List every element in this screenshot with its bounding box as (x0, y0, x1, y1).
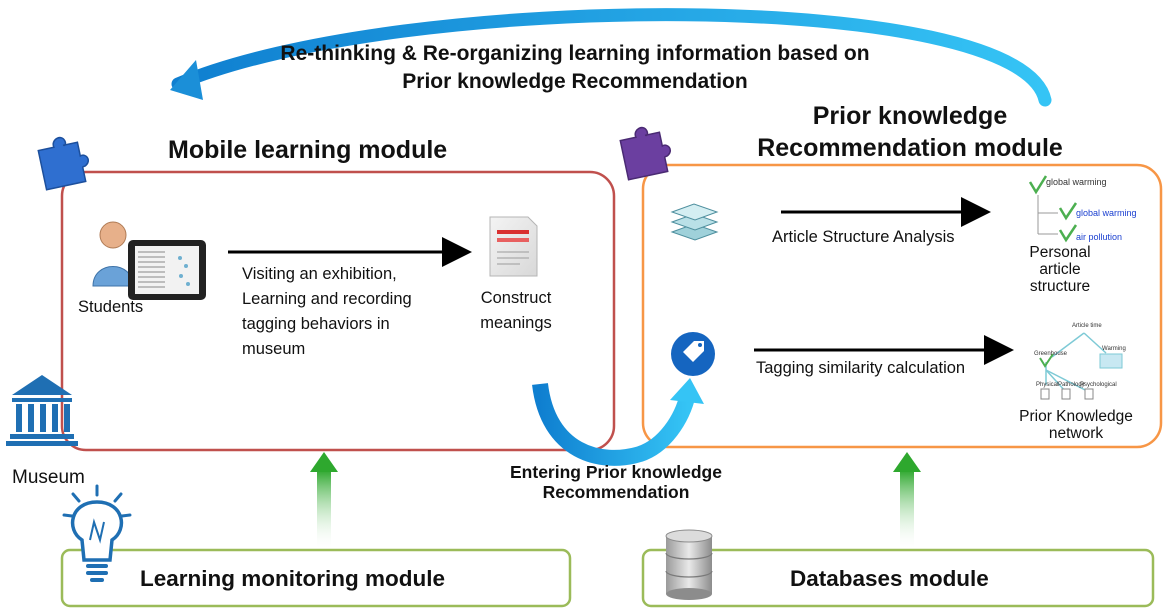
document-icon (489, 216, 538, 277)
entering-label-line1: Entering Prior knowledge (510, 462, 722, 482)
prior-network-label: Prior Knowledge network (996, 408, 1156, 442)
top-label-line1: Re-thinking & Re-organizing learning inf… (280, 42, 870, 65)
article-analysis-label: Article Structure Analysis (772, 228, 955, 246)
museum-icon (6, 375, 78, 446)
network-node-label: Article time (1072, 323, 1102, 329)
activity-description: Visiting an exhibition, Learning and rec… (242, 262, 472, 362)
construct-meanings-label: Construct meanings (466, 286, 566, 336)
tree-tag-child: global warming (1076, 208, 1137, 218)
result-line: Construct (480, 289, 552, 307)
network-node-label: Greenhouse (1034, 351, 1068, 357)
entering-label-line2: Recommendation (542, 482, 690, 502)
lightbulb-icon (62, 484, 132, 582)
stacked-papers-icon (670, 203, 719, 241)
puzzle-blue-icon (37, 136, 90, 191)
network-node-label: Warming (1102, 346, 1126, 352)
knowledge-network-icon (1039, 332, 1123, 400)
museum-label: Museum (12, 467, 85, 488)
learning-monitor-box (60, 548, 572, 608)
databases-title: Databases module (790, 566, 989, 591)
prior-network-line: Prior Knowledge (1019, 408, 1133, 425)
result-line: meanings (480, 314, 552, 332)
activity-line: Learning and recording (242, 290, 412, 308)
network-node-label: Physical (1036, 382, 1059, 388)
mobile-module-box (60, 170, 616, 452)
database-icon (665, 529, 713, 600)
recommendation-module-box (641, 163, 1163, 449)
tagging-calc-label: Tagging similarity calculation (756, 359, 966, 377)
recommendation-title-line2: Recommendation module (757, 134, 1063, 162)
personal-structure-line: Personal (1029, 244, 1091, 261)
article-structure-tree-icon (1028, 175, 1078, 243)
puzzle-purple-icon (619, 126, 672, 181)
tablet-icon (128, 240, 206, 300)
entering-curved-arrow (532, 378, 704, 466)
network-node-label: Pathology (1058, 382, 1085, 388)
databases-box (641, 548, 1155, 608)
mobile-module-title: Mobile learning module (168, 136, 448, 164)
learning-monitor-title: Learning monitoring module (140, 566, 445, 591)
tag-icon (671, 332, 715, 376)
recommendation-module-title: Prior knowledge Recommendation module (730, 100, 1090, 164)
tree-tag-root: global warming (1046, 177, 1107, 187)
monitor-up-arrow (310, 452, 338, 548)
student-icon (92, 221, 134, 287)
recommendation-title-line1: Prior knowledge (812, 102, 1008, 130)
prior-network-line: network (1048, 425, 1104, 442)
top-curved-arrow (170, 8, 1052, 107)
network-node-label: Psychological (1080, 382, 1117, 388)
entering-label: Entering Prior knowledge Recommendation (466, 462, 766, 502)
personal-structure-label: Personal article structure (1010, 244, 1110, 295)
activity-line: tagging behaviors in (242, 315, 390, 333)
top-label-line2: Prior knowledge Recommendation (402, 70, 748, 93)
tree-tag-child: air pollution (1076, 232, 1123, 242)
personal-structure-line: article (1039, 261, 1081, 278)
students-label: Students (78, 298, 144, 316)
personal-structure-line: structure (1029, 278, 1091, 295)
top-arrow-label: Re-thinking & Re-organizing learning inf… (250, 40, 900, 96)
database-up-arrow (893, 452, 921, 548)
activity-line: museum (242, 340, 306, 358)
activity-line: Visiting an exhibition, (242, 265, 397, 283)
